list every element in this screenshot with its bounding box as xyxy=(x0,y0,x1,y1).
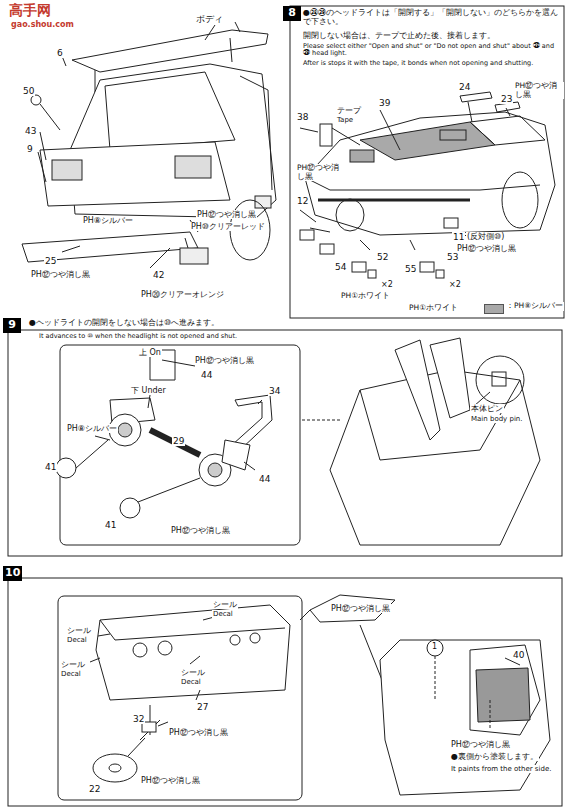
paint-note: PH⑫つや消し黒 xyxy=(296,164,346,181)
callout-number: 54 xyxy=(334,262,347,272)
watermark: gao.shou.com xyxy=(10,20,75,29)
callout-number: 25 xyxy=(44,256,57,266)
callout-number: 39 xyxy=(378,98,391,108)
legend-swatch xyxy=(484,304,504,314)
instruction-text: ●ヘッドライトの開閉をしない場合は⑩へ進みます。 xyxy=(28,318,220,327)
paint-note: PH⑫つや消し黒 xyxy=(168,728,229,737)
callout-number: ×2 xyxy=(448,280,462,289)
callout-number: 43 xyxy=(24,126,37,136)
instruction-text: Tape xyxy=(336,116,354,124)
paint-note: PH⑫つや消し黒 xyxy=(194,356,255,365)
instruction-text: It advances to ⑩ when the headlight is n… xyxy=(38,333,238,340)
paint-note: PH⑧シルバー xyxy=(66,424,118,433)
paint-note: PH⑫つや消し黒 xyxy=(330,604,391,613)
instruction-text: After is stops it with the tape, it bond… xyxy=(302,60,562,67)
paint-note: PH⑫つや消し黒 xyxy=(456,244,517,253)
paint-note: PH①ホワイト xyxy=(340,292,391,301)
callout-number: 1 xyxy=(431,642,438,651)
callout-number: 23 xyxy=(500,94,513,104)
callout-number: 38 xyxy=(296,112,309,122)
paint-note: PH⑩クリアーレッド xyxy=(190,222,266,231)
callout-number: 41 xyxy=(44,462,57,472)
instruction-text: シール xyxy=(212,600,238,609)
callout-number: 42 xyxy=(152,270,165,280)
callout-number: 50 xyxy=(22,86,35,96)
instruction-text: Decal xyxy=(60,670,82,678)
instruction-text: テープ xyxy=(336,106,362,115)
instruction-text: 上 On xyxy=(138,348,162,357)
instruction-text: ●㊳㊴のヘッドライトは「開閉する」「開閉しない」のどちらかを選んで下さい。 xyxy=(302,8,562,26)
callout-number: 44 xyxy=(200,370,213,380)
paint-note: PH⑫つや消し黒 xyxy=(450,740,511,749)
instruction-text: Decal xyxy=(180,678,202,686)
instruction-text: It paints from the other side. xyxy=(450,765,552,773)
paint-note: PH⑫つや消し黒 xyxy=(140,776,201,785)
callout-number: 55 xyxy=(404,264,417,274)
instruction-text: Please select either "Open and shut" or … xyxy=(302,43,562,58)
instruction-text: シール xyxy=(66,626,92,635)
callout-number: 9 xyxy=(26,144,34,154)
watermark: 高手网 xyxy=(8,2,52,18)
instruction-text: Decal xyxy=(66,636,88,644)
callout-number: 32 xyxy=(132,714,145,724)
callout-number: 40 xyxy=(512,650,525,660)
paint-note: PH⑫つや消し黒 xyxy=(196,210,257,219)
instruction-text: ●裏側から塗装します。 xyxy=(450,752,539,761)
callout-number: 11 xyxy=(452,232,465,242)
callout-number: 22 xyxy=(88,784,101,794)
step-number: 10 xyxy=(3,566,22,581)
callout-number: 24 xyxy=(458,82,471,92)
paint-note: PH⑫つや消し黒 xyxy=(514,82,564,99)
paint-note: PH⑳クリアーオレンジ xyxy=(140,290,225,299)
callout-number: 34 xyxy=(268,386,281,396)
callout-number: 41 xyxy=(104,520,117,530)
callout-number: 29 xyxy=(172,436,185,446)
instruction-text: 下 Under xyxy=(130,386,167,395)
callout-number: 53 xyxy=(446,252,459,262)
instruction-text: Decal xyxy=(212,610,234,618)
instruction-text: シール xyxy=(180,668,206,677)
instruction-text: 本体ピン xyxy=(470,404,504,413)
callout-number: 12 xyxy=(296,196,309,206)
step-number: 8 xyxy=(283,6,301,21)
callout-number: ×2 xyxy=(380,280,394,289)
step-number: 9 xyxy=(3,318,21,333)
paint-note: PH⑫つや消し黒 xyxy=(170,526,231,535)
instruction-text: シール xyxy=(60,660,86,669)
callout-number: 44 xyxy=(258,474,271,484)
callout-number: 6 xyxy=(56,48,64,58)
instruction-text: 開閉しない場合は、テープで止めた後、接着します。 xyxy=(302,31,496,40)
instruction-text: Main body pin. xyxy=(470,415,524,423)
callout-number: 27 xyxy=(196,702,209,712)
callout-number: 52 xyxy=(376,252,389,262)
paint-note: (反対側⑩) xyxy=(466,232,505,241)
legend-text: ：PH⑧シルバー xyxy=(505,302,564,311)
paint-note: ボディ xyxy=(195,14,224,24)
paint-note: PH⑧シルバー xyxy=(82,216,134,225)
paint-note: PH⑫つや消し黒 xyxy=(30,270,91,279)
paint-note: PH①ホワイト xyxy=(408,304,459,313)
